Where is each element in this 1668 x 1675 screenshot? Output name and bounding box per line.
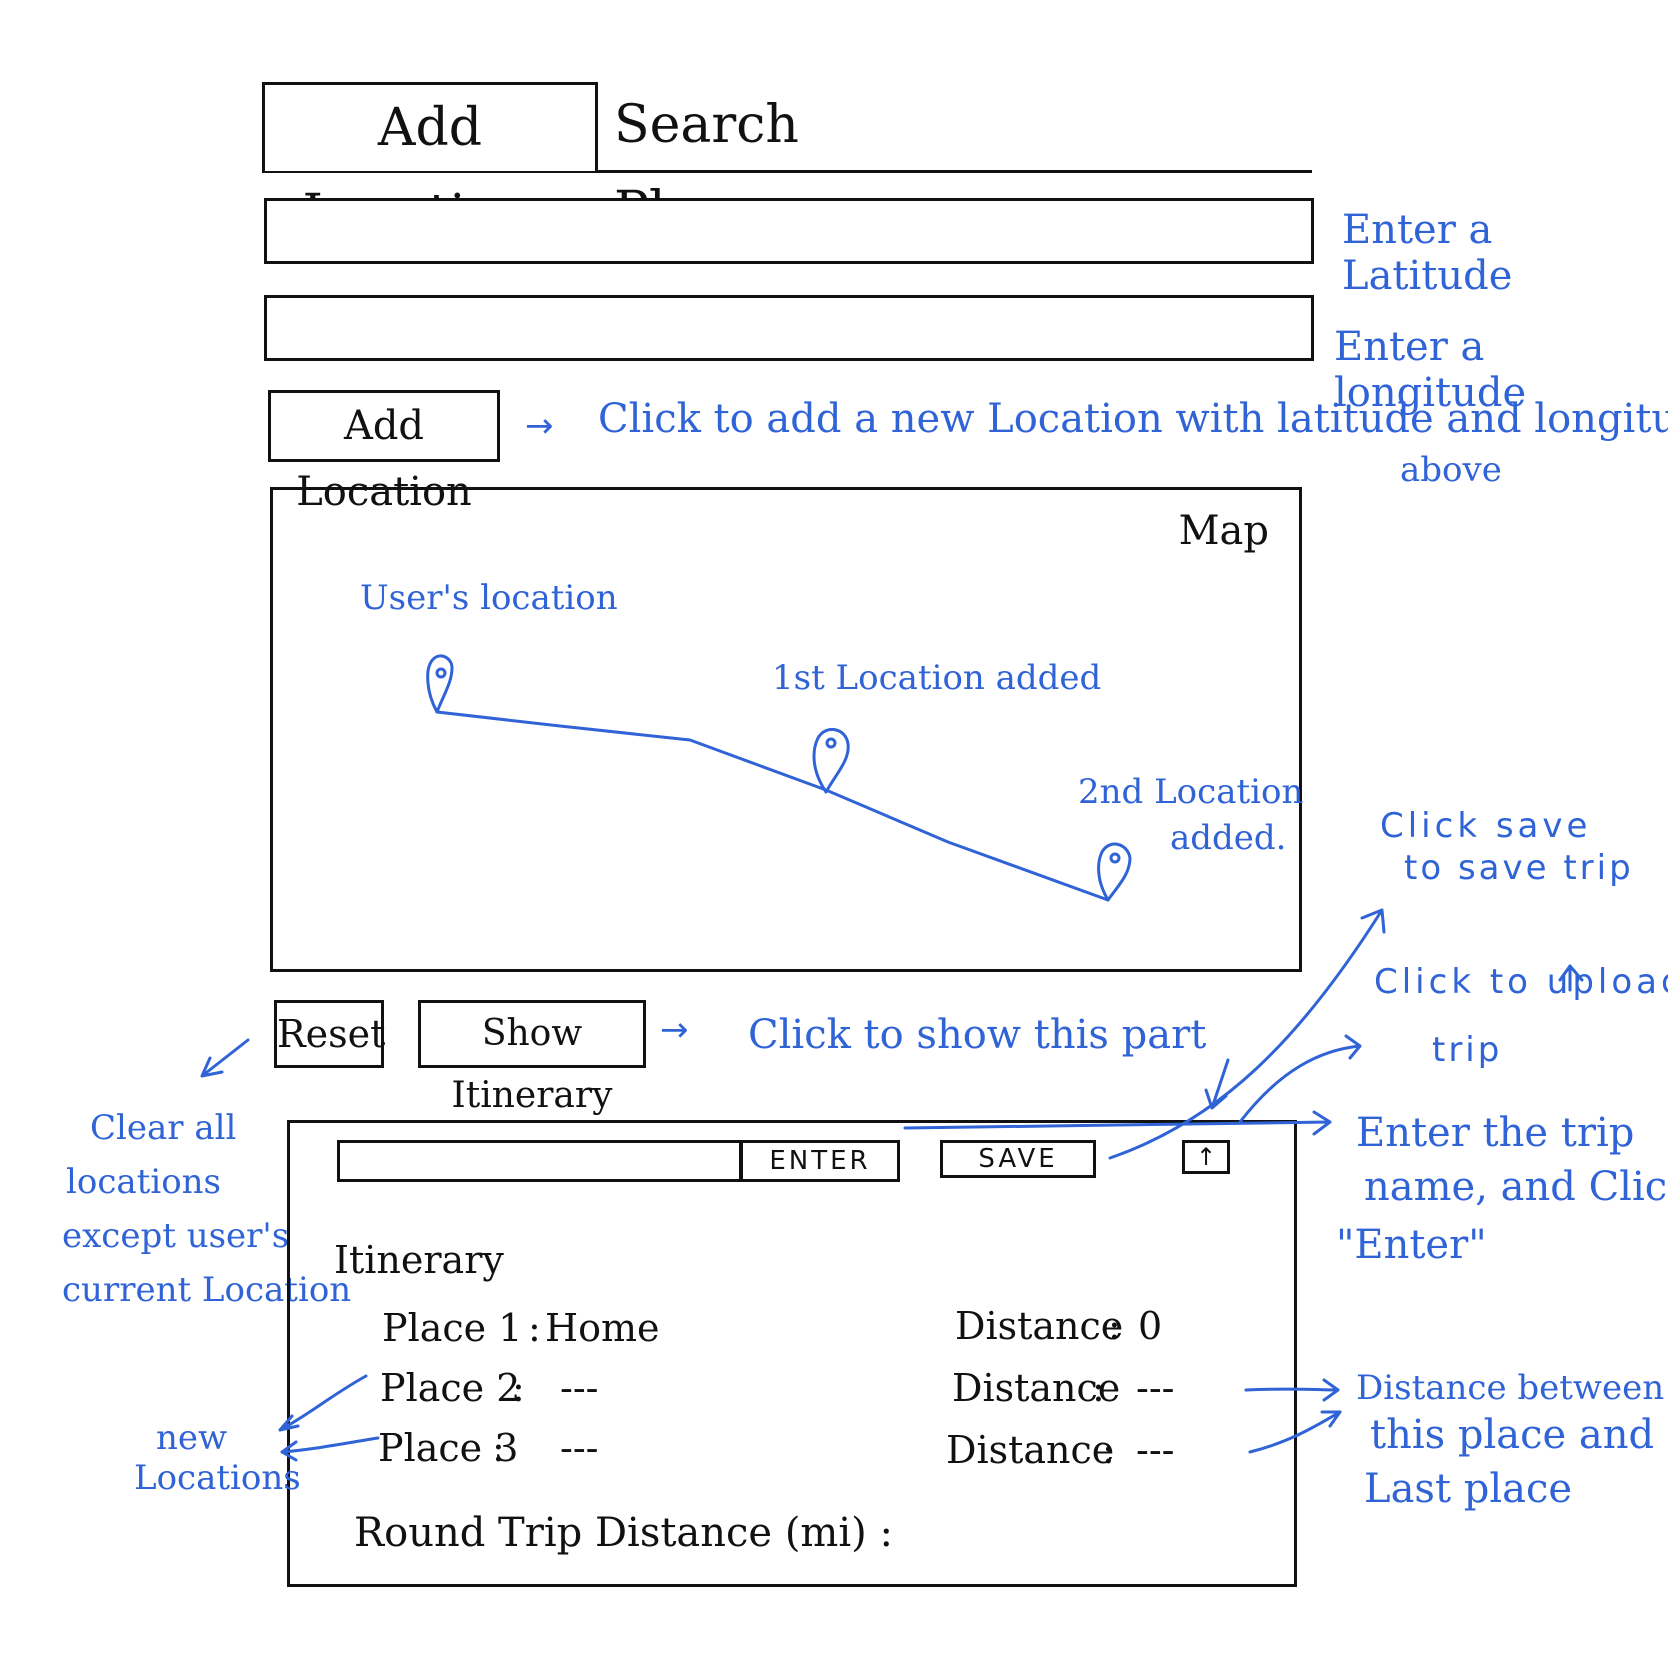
- colon: :: [1092, 1366, 1105, 1410]
- upload-note-1: Click to upload: [1374, 962, 1668, 1002]
- colon: :: [492, 1426, 505, 1470]
- distance-1-label: Distance: [955, 1304, 1124, 1348]
- upload-icon: ↑: [1195, 1143, 1217, 1171]
- save-arrow-icon: [1108, 908, 1386, 1160]
- new-location-arrow-icon: [278, 1374, 368, 1432]
- new-locations-note-1: new: [156, 1418, 228, 1458]
- colon: :: [1108, 1304, 1121, 1348]
- arrow-right-icon: →: [525, 406, 554, 446]
- reset-note-arrow-icon: [200, 1038, 250, 1078]
- round-trip-distance-label: Round Trip Distance (mi) :: [354, 1510, 893, 1556]
- place-1-label: Place 1: [382, 1306, 523, 1350]
- reset-note-1: Clear all: [90, 1108, 237, 1148]
- second-location-label-2: added.: [1170, 818, 1287, 858]
- upload-note-2: trip: [1432, 1030, 1503, 1070]
- enter-arrow-icon: [903, 1110, 1332, 1136]
- place-1-value: Home: [545, 1306, 660, 1350]
- longitude-input[interactable]: [264, 295, 1314, 361]
- latitude-note: Enter a Latitude: [1342, 207, 1513, 299]
- pin-dot: [1109, 852, 1121, 864]
- colon: :: [512, 1366, 525, 1410]
- pin-dot: [435, 667, 447, 679]
- upload-arrow-icon: [1238, 1034, 1362, 1124]
- add-location-note-2: above: [1400, 450, 1502, 490]
- show-itinerary-button[interactable]: Show Itinerary: [418, 1000, 646, 1116]
- first-location-pin-icon: [812, 728, 850, 794]
- save-button[interactable]: SAVE: [940, 1140, 1096, 1178]
- place-3-value: ---: [560, 1426, 599, 1470]
- distance-2-label: Distance: [952, 1366, 1121, 1410]
- distance-1-value: 0: [1138, 1304, 1163, 1348]
- arrow-right-icon: →: [660, 1010, 689, 1050]
- distance-note-3: Last place: [1364, 1466, 1573, 1512]
- colon: :: [528, 1306, 541, 1350]
- new-locations-note-2: Locations: [134, 1458, 301, 1498]
- place-2-value: ---: [560, 1366, 599, 1410]
- user-location-pin-icon: [426, 654, 454, 714]
- distance-2-value: ---: [1136, 1366, 1175, 1410]
- longitude-note: Enter a longitude: [1334, 324, 1527, 416]
- place-2-label: Place 2: [380, 1366, 521, 1410]
- itinerary-title: Itinerary: [334, 1238, 504, 1282]
- distance-3-label: Distance: [946, 1428, 1115, 1472]
- upload-up-arrow-icon: [1558, 964, 1584, 992]
- pin-dot: [825, 737, 837, 749]
- reset-button[interactable]: Reset: [274, 1000, 385, 1068]
- itinerary-panel: [287, 1120, 1297, 1587]
- reset-note-3: except user's: [62, 1216, 290, 1256]
- first-location-label: 1st Location added: [772, 658, 1102, 698]
- add-location-button[interactable]: Add Location: [268, 390, 500, 515]
- enter-note-1: Enter the trip: [1356, 1110, 1635, 1156]
- show-itinerary-note: Click to show this part: [748, 1012, 1207, 1058]
- enter-note-3: "Enter": [1336, 1222, 1487, 1268]
- save-note-2: to save trip: [1404, 848, 1634, 888]
- enter-button[interactable]: ENTER: [740, 1140, 900, 1182]
- reset-note-4: current Location: [62, 1270, 352, 1310]
- user-location-label: User's location: [360, 578, 618, 618]
- place-3-label: Place 3: [378, 1426, 519, 1470]
- second-location-label: 2nd Location: [1078, 772, 1304, 812]
- distance-note-2: this place and: [1370, 1412, 1655, 1458]
- distance-note-1: Distance between: [1356, 1368, 1665, 1408]
- reset-note-2: locations: [66, 1162, 222, 1202]
- distance-3-value: ---: [1136, 1428, 1175, 1472]
- latitude-input[interactable]: [264, 198, 1314, 264]
- route-line: [435, 710, 1110, 902]
- new-location-arrow-icon: [280, 1436, 380, 1462]
- colon: :: [1102, 1428, 1115, 1472]
- second-location-pin-icon: [1097, 842, 1132, 902]
- trip-name-input[interactable]: [337, 1140, 742, 1182]
- map-label: Map: [1178, 508, 1269, 554]
- enter-note-2: name, and Click: [1364, 1164, 1668, 1210]
- distance-arrow-icon: [1248, 1410, 1342, 1454]
- map-panel[interactable]: Map: [270, 487, 1302, 972]
- upload-button[interactable]: ↑: [1182, 1140, 1230, 1174]
- save-note-1: Click save: [1380, 806, 1592, 846]
- add-location-note: Click to add a new Location with latitud…: [598, 396, 1668, 442]
- distance-arrow-icon: [1244, 1378, 1340, 1402]
